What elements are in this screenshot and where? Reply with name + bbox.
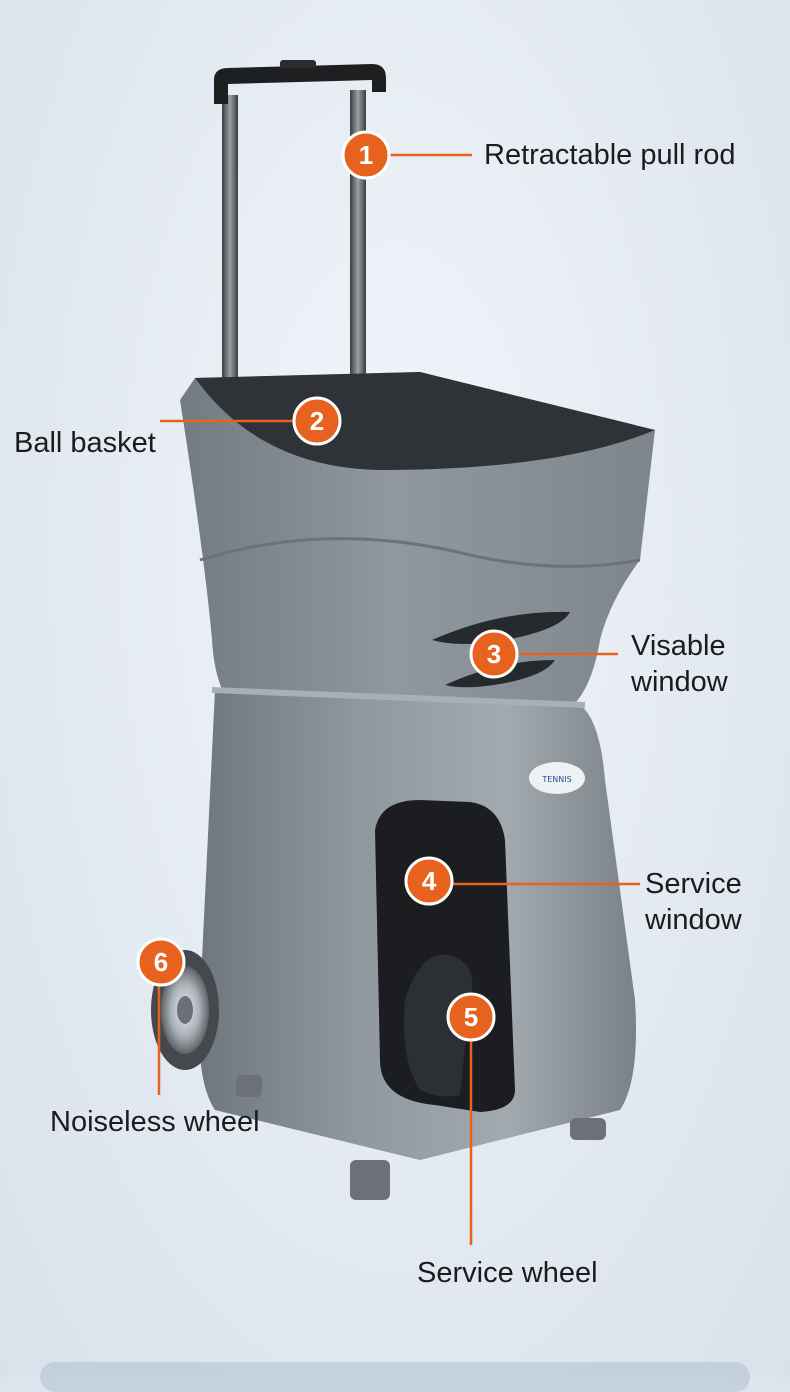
label-visable-window: Visable window — [631, 628, 728, 700]
callout-badge-1: 1 — [341, 130, 391, 180]
label-service-line1: Service — [645, 868, 742, 900]
label-retractable-pull-rod: Retractable pull rod — [484, 139, 736, 171]
callout-badge-4: 4 — [404, 856, 454, 906]
label-service-window: Service window — [645, 866, 742, 938]
callout-lines — [157, 153, 640, 1245]
callout-number-3: 3 — [487, 639, 501, 669]
callout-number-5: 5 — [464, 1002, 478, 1032]
label-ball-basket: Ball basket — [14, 427, 156, 459]
brand-badge-text: TENNIS — [541, 775, 571, 784]
label-visable-line1: Visable — [631, 630, 726, 662]
ball-basket — [180, 372, 655, 715]
callout-badge-2: 2 — [292, 396, 342, 446]
callout-badge-5: 5 — [446, 992, 496, 1042]
callout-number-2: 2 — [310, 406, 324, 436]
label-service-wheel: Service wheel — [417, 1257, 598, 1289]
callout-number-1: 1 — [359, 140, 373, 170]
label-service-line2: window — [645, 904, 742, 936]
noiseless-wheel — [151, 950, 219, 1070]
bottom-panel-edge — [40, 1362, 750, 1392]
callout-number-4: 4 — [422, 866, 437, 896]
callout-badge-3: 3 — [469, 629, 519, 679]
callout-badge-6: 6 — [136, 937, 186, 987]
label-noiseless-wheel: Noiseless wheel — [50, 1106, 260, 1138]
label-visable-line2: window — [631, 666, 728, 698]
callout-badges: 1 2 3 4 5 6 — [136, 130, 519, 1042]
callout-number-6: 6 — [154, 947, 168, 977]
machine-body: TENNIS — [199, 687, 636, 1200]
